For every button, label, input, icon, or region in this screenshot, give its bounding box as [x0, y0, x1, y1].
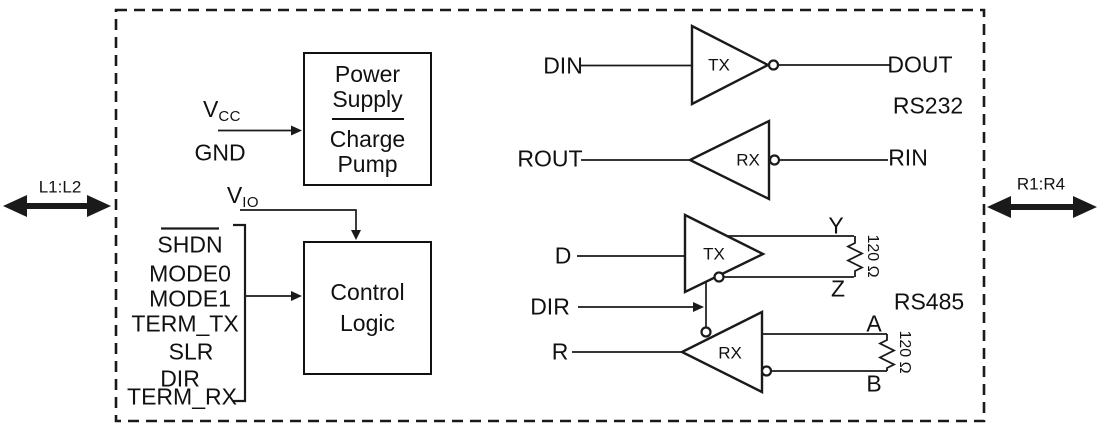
power-supply-block: Power Supply Charge Pump: [303, 52, 432, 186]
termination-resistor-ab-icon: [877, 334, 897, 371]
vio-pin-label: VIO: [226, 182, 260, 211]
power-supply-line1: Power: [334, 60, 401, 87]
slr-pin-label: SLR: [168, 338, 214, 365]
rs232-tx-inversion-bubble: [767, 59, 780, 71]
r1-r4-label: R1:R4: [1016, 174, 1066, 194]
rs232-rx-inversion-bubble: [768, 154, 781, 166]
control-pins-arrow: [245, 291, 302, 301]
d-pin-label: D: [554, 242, 572, 269]
dout-pin-label: DOUT: [887, 51, 953, 78]
rout-pin-label: ROUT: [517, 145, 583, 172]
control-logic-line1: Control: [330, 279, 405, 305]
mode0-pin-label: MODE0: [149, 260, 231, 287]
gnd-pin-label: GND: [194, 139, 246, 166]
charge-pump-line2: Pump: [337, 150, 398, 177]
y-pin-label: Y: [828, 212, 844, 239]
control-logic-block: Control Logic: [303, 241, 432, 375]
termination-resistor-yz-icon: [845, 236, 865, 277]
control-logic-line2: Logic: [340, 310, 395, 336]
charge-pump-divider: [331, 117, 404, 120]
rs485-tx-driver-icon: [683, 213, 766, 294]
rs485-rx-enable-bubble: [700, 326, 712, 338]
rs232-rx-label: RX: [736, 150, 760, 170]
chip-boundary: [114, 8, 986, 423]
dir-arrow: [578, 302, 704, 312]
b-pin-label: B: [866, 370, 882, 397]
rs485-tx-z-bubble: [713, 271, 725, 283]
dir-signal-label: DIR: [530, 293, 570, 320]
control-pins-bracket: [233, 223, 247, 403]
vio-wire: [240, 209, 361, 240]
rs232-section-label: RS232: [892, 92, 964, 119]
l1-l2-label: L1:L2: [38, 177, 82, 197]
mode1-pin-label: MODE1: [149, 285, 231, 312]
rin-pin-label: RIN: [888, 144, 928, 171]
charge-pump-line1: Charge: [329, 125, 406, 152]
vcc-pin-label: VCC: [202, 96, 242, 125]
a-pin-label: A: [866, 310, 882, 337]
termination-yz-label: 120 Ω: [864, 234, 881, 278]
rs485-rx-receiver-icon: [679, 310, 764, 394]
rs485-tx-label: TX: [703, 244, 725, 264]
dir-pin-label: DIR: [160, 365, 200, 392]
rs485-rx-label: RX: [718, 343, 742, 363]
rs485-section-label: RS485: [893, 288, 965, 315]
din-pin-label: DIN: [543, 52, 583, 79]
rs232-tx-buffer-icon: [690, 24, 771, 106]
term-rx-pin-label: TERM_RX: [127, 383, 237, 410]
rs485-rx-b-bubble: [760, 365, 773, 377]
power-supply-line2: Supply: [332, 85, 403, 112]
termination-ab-label: 120 Ω: [896, 330, 913, 374]
rs232-tx-label: TX: [708, 55, 730, 75]
left-bidirectional-arrow-icon: [3, 195, 111, 217]
vcc-arrow: [218, 125, 302, 136]
term-tx-pin-label: TERM_TX: [131, 310, 239, 337]
r-pin-label: R: [551, 338, 569, 365]
shdn-pin-label: SHDN: [157, 231, 223, 258]
z-pin-label: Z: [830, 275, 846, 302]
right-bidirectional-arrow-icon: [987, 196, 1097, 218]
